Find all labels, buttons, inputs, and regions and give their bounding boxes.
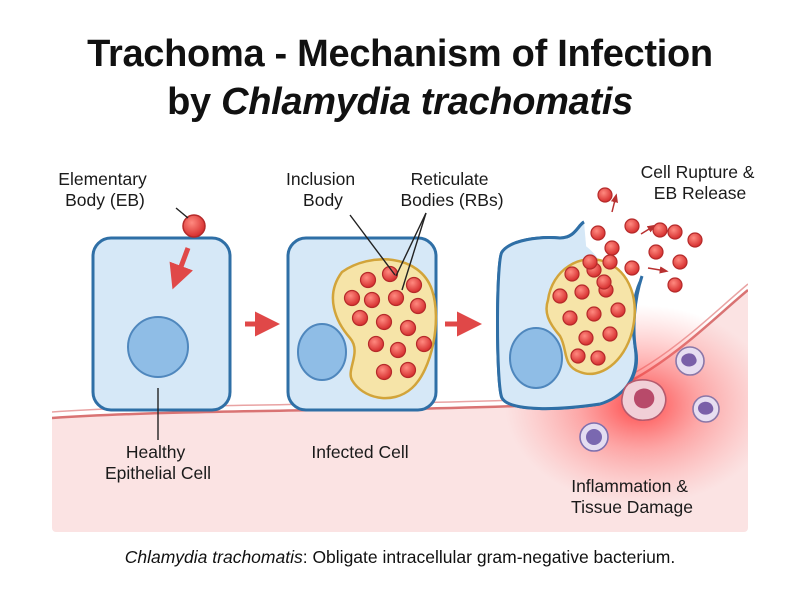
immune-cells — [579, 346, 720, 452]
healthy-cell — [91, 207, 232, 440]
reticulate-bodies — [343, 265, 433, 381]
label-inclusion-body: Inclusion Body — [286, 169, 360, 210]
reticulate-body — [399, 361, 417, 379]
title-line-2-species: Chlamydia trachomatis — [221, 81, 633, 123]
released-eb — [667, 277, 683, 293]
released-eb — [582, 254, 598, 270]
macrophage — [621, 379, 667, 421]
ruptured-nucleus — [509, 327, 563, 389]
reticulate-body — [375, 313, 393, 331]
rb-pointer-1 — [395, 212, 427, 277]
inclusion-bacterium — [552, 288, 568, 304]
released-eb — [602, 254, 618, 270]
reticulate-body — [343, 289, 361, 307]
reticulate-body — [405, 276, 423, 294]
released-eb — [672, 254, 688, 270]
infected-cell — [286, 212, 438, 412]
caption-species: Chlamydia trachomatis — [124, 547, 303, 567]
inclusion-bacterium — [602, 326, 618, 342]
reticulate-body — [363, 291, 381, 309]
released-eb — [624, 260, 640, 276]
reticulate-body — [399, 319, 417, 337]
release-arrow-2 — [640, 224, 657, 235]
released-eb — [596, 274, 612, 290]
caption-description: : Obligate intracellular gram-negative b… — [302, 547, 676, 567]
reticulate-body — [375, 363, 393, 381]
released-eb — [652, 222, 668, 238]
label-elementary-body: Elementary Body (EB) — [58, 169, 151, 210]
title-line-2: by Chlamydia trachomatis — [0, 78, 800, 126]
release-arrow-3 — [647, 266, 669, 274]
neutrophil-1 — [675, 346, 705, 376]
reticulate-body — [351, 309, 369, 327]
inclusion-bacterium — [610, 302, 626, 318]
page-title: Trachoma - Mechanism of Infection by Chl… — [0, 30, 800, 126]
released-eb — [648, 244, 664, 260]
label-infected-cell: Infected Cell — [311, 442, 408, 462]
entry-arrow — [169, 247, 193, 290]
inclusion-bacterium — [590, 350, 606, 366]
neutrophil-2 — [692, 395, 720, 423]
diagram-labels: Elementary Body (EB) Inclusion Body Reti… — [58, 162, 760, 517]
infected-nucleus — [297, 323, 347, 381]
lymphocyte-1 — [579, 422, 609, 452]
healthy-nucleus — [127, 316, 189, 378]
label-healthy-cell: Healthy Epithelial Cell — [105, 442, 211, 483]
inclusion-bacterium — [578, 330, 594, 346]
title-line-2-prefix: by — [167, 81, 222, 123]
released-eb — [687, 232, 703, 248]
inclusion-bacterium — [574, 284, 590, 300]
eb-pointer — [175, 207, 189, 219]
elementary-body — [182, 214, 206, 238]
label-reticulate-bodies: Reticulate Bodies (RBs) — [400, 169, 503, 210]
reticulate-body — [415, 335, 433, 353]
inclusion-bacterium — [562, 310, 578, 326]
reticulate-body — [367, 335, 385, 353]
rupturing-cell — [496, 187, 703, 411]
released-eb — [597, 187, 613, 203]
inclusion-bacterium — [586, 306, 602, 322]
title-line-1: Trachoma - Mechanism of Infection — [87, 33, 713, 75]
released-eb — [667, 224, 683, 240]
reticulate-body — [387, 289, 405, 307]
reticulate-body — [389, 341, 407, 359]
released-eb-group — [582, 187, 703, 293]
inclusion-bacteria — [552, 262, 626, 366]
released-eb — [590, 225, 606, 241]
reticulate-body — [359, 271, 377, 289]
release-arrow-1 — [610, 193, 618, 213]
rb-pointer-2 — [401, 212, 427, 291]
inclusion-pointer — [349, 214, 396, 276]
released-eb — [604, 240, 620, 256]
reticulate-body — [409, 297, 427, 315]
label-inflammation: Inflammation & Tissue Damage — [571, 476, 693, 517]
inclusion-bacterium — [570, 348, 586, 364]
label-cell-rupture: Cell Rupture & EB Release — [641, 162, 760, 203]
inclusion-bacterium — [564, 266, 580, 282]
released-eb — [624, 218, 640, 234]
caption: Chlamydia trachomatis: Obligate intracel… — [0, 547, 800, 568]
